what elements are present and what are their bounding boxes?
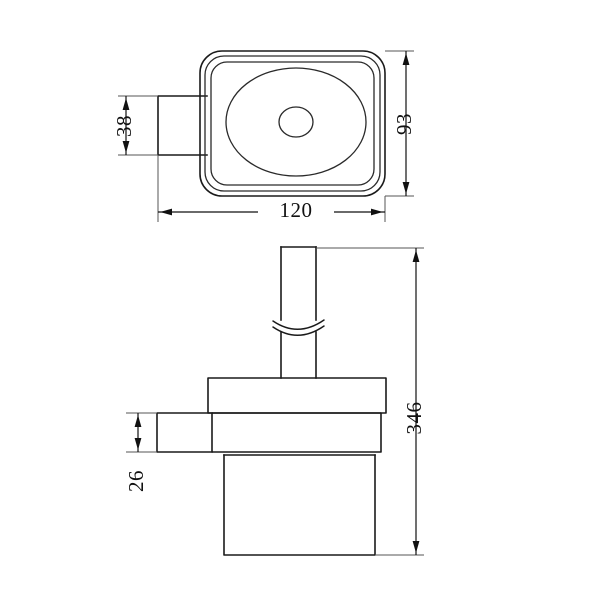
top-view-group [157,50,386,197]
dimension-120: 120 [157,155,386,222]
arrow-head-down [402,182,410,194]
arrow-head-down [412,541,420,553]
dimension-38: 38 [112,95,158,156]
dimension-label-38: 38 [112,115,136,137]
dimension-label-26: 26 [124,470,148,492]
dimension-label-120: 120 [280,198,313,222]
front-view-collar-block [211,412,382,453]
break-symbol-curve-lower [272,325,325,336]
arrow-head-left [160,208,172,216]
top-view-mounting-arm [157,95,208,156]
arrow-head-down [122,141,130,153]
front-view-bracket-block [207,377,387,414]
dimension-26: 26 [124,412,157,492]
top-view-middle-ring [204,55,381,192]
front-view-collar-arm [156,412,213,453]
top-view-dome-ellipse [225,67,367,177]
break-symbol-curve-upper [272,319,325,330]
arrow-head-up [402,53,410,65]
dimension-label-346: 346 [402,402,426,435]
arrow-head-up [412,250,420,262]
dimension-93: 93 [385,50,416,197]
front-view-tumbler-cup [223,454,376,556]
front-view-rod [272,246,325,379]
dimension-label-93: 93 [392,113,416,135]
front-view-group [156,246,387,556]
arrow-head-up [134,415,142,427]
arrow-head-right [371,208,383,216]
arrow-head-down [134,438,142,450]
dimension-346: 346 [316,247,426,556]
top-view-inner-ring [210,61,375,186]
top-view-outer-plate [199,50,386,197]
top-view-center-bore [278,106,314,138]
arrow-head-up [122,98,130,110]
